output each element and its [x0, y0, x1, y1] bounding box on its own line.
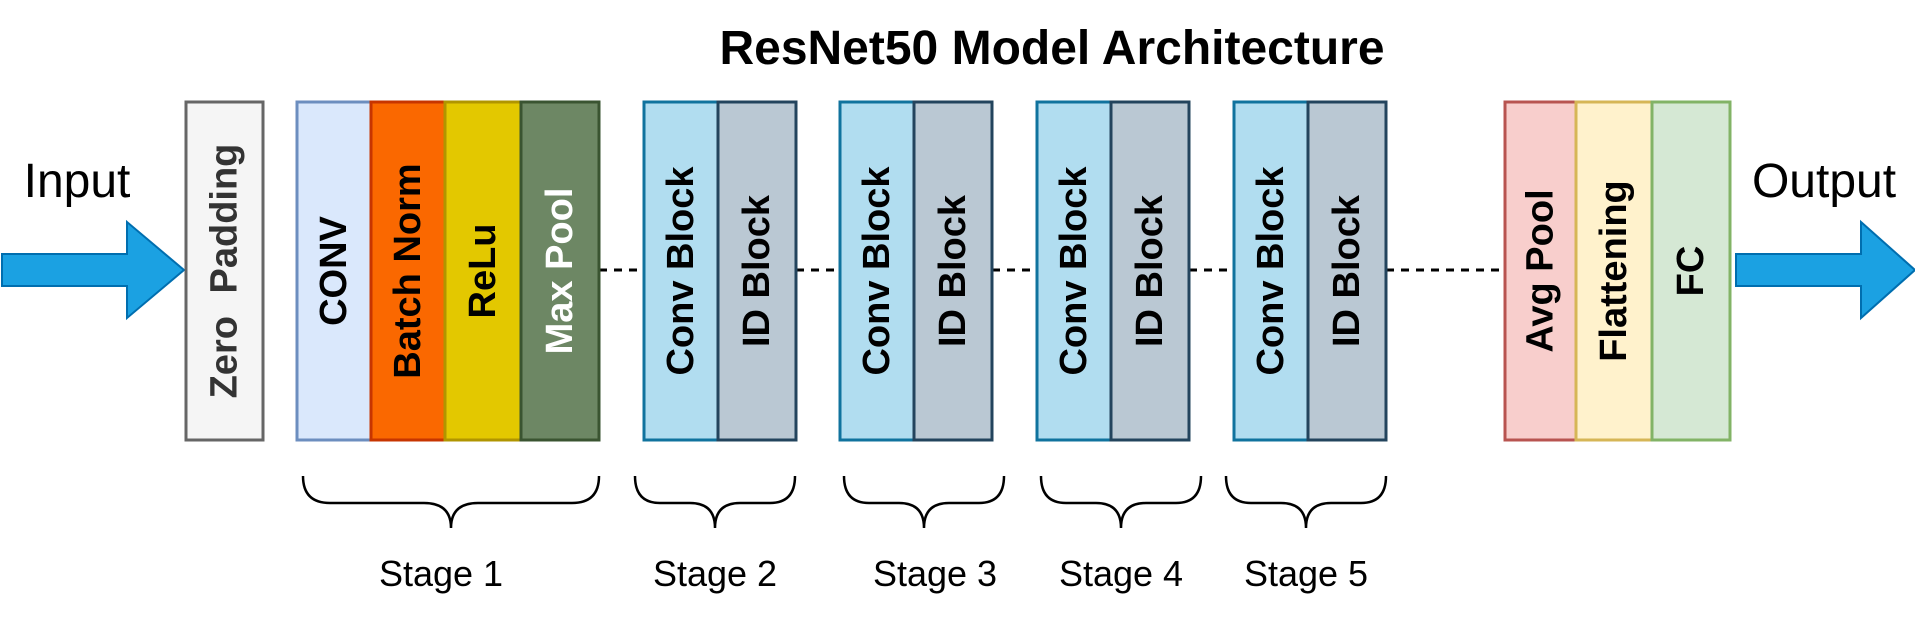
block-label: ID Block — [1326, 194, 1368, 347]
block-rect — [1232, 100, 1310, 442]
block-rect — [443, 100, 523, 442]
block-rect — [1306, 100, 1388, 442]
block-rect — [1109, 100, 1191, 442]
block-rect — [838, 100, 916, 442]
block-label: CONV — [313, 215, 355, 325]
diagram-title: ResNet50 Model Architecture — [719, 22, 1384, 75]
stage-label: Stage 5 — [1244, 553, 1368, 594]
stage-labels: Stage 1 Stage 2 Stage 3 Stage 4 Stage 5 — [379, 553, 1368, 594]
max-pool-block: Max Pool — [519, 100, 601, 442]
stage-label: Stage 3 — [873, 553, 997, 594]
flattening-block: Flattening — [1574, 100, 1654, 442]
block-label: Avg Pool — [1520, 189, 1562, 352]
input-label: Input — [24, 155, 131, 208]
stage-5-id-block: ID Block — [1306, 100, 1388, 442]
stage-3-conv-block: Conv Block — [838, 100, 916, 442]
output-label: Output — [1752, 155, 1896, 208]
zero-padding-block: Zero Padding — [184, 100, 265, 442]
stage-5-conv-block: Conv Block — [1232, 100, 1310, 442]
avg-pool-block: Avg Pool — [1503, 100, 1578, 442]
batch-norm-block: Batch Norm — [369, 100, 447, 442]
block-label: Flattening — [1593, 180, 1635, 362]
block-label: ID Block — [932, 194, 974, 347]
block-rect — [1650, 100, 1732, 442]
block-label: ID Block — [736, 194, 778, 347]
input-arrow-icon — [1, 219, 186, 321]
stage-3-id-block: ID Block — [912, 100, 994, 442]
block-label: Max Pool — [539, 188, 581, 355]
block-rect — [295, 100, 373, 442]
output-group: Output — [1735, 155, 1915, 321]
block-label: Conv Block — [1053, 166, 1095, 376]
block-rect — [369, 100, 447, 442]
stage-label: Stage 4 — [1059, 553, 1183, 594]
block-rect — [1574, 100, 1654, 442]
block-rect — [716, 100, 798, 442]
block-label: Zero Padding — [204, 144, 246, 399]
block-rect — [1035, 100, 1113, 442]
stage-1-brace — [301, 475, 601, 529]
block-label: ID Block — [1129, 194, 1171, 347]
stage-label: Stage 2 — [653, 553, 777, 594]
stage-3-brace — [842, 475, 1006, 529]
stage-2-brace — [633, 475, 797, 529]
conv-layer-block: CONV — [295, 100, 373, 442]
layer-blocks: Zero Padding CONV Batch Norm ReLu Max Pool Co… — [184, 100, 1732, 442]
block-rect — [642, 100, 720, 442]
block-rect — [912, 100, 994, 442]
stage-2-conv-block: Conv Block — [642, 100, 720, 442]
block-label: Conv Block — [1250, 166, 1292, 376]
block-label: Conv Block — [856, 166, 898, 376]
block-rect — [184, 100, 265, 442]
block-rect — [519, 100, 601, 442]
block-label: FC — [1670, 246, 1712, 297]
stage-braces — [301, 475, 1388, 529]
stage-4-id-block: ID Block — [1109, 100, 1191, 442]
stage-4-conv-block: Conv Block — [1035, 100, 1113, 442]
block-label: Batch Norm — [387, 163, 429, 378]
block-label: ReLu — [462, 224, 504, 319]
stage-label: Stage 1 — [379, 553, 503, 594]
stage-5-brace — [1224, 475, 1388, 529]
stage-4-brace — [1039, 475, 1203, 529]
fc-block: FC — [1650, 100, 1732, 442]
relu-block: ReLu — [443, 100, 523, 442]
block-label: Conv Block — [660, 166, 702, 376]
input-group: Input — [1, 155, 186, 321]
stage-2-id-block: ID Block — [716, 100, 798, 442]
output-arrow-icon — [1735, 219, 1915, 321]
